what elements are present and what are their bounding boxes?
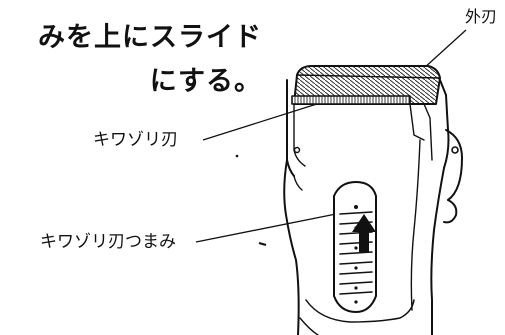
trimmer-blade-leader [202, 102, 321, 141]
speck-mark-2 [258, 241, 267, 247]
trimmer-blade-strip [291, 95, 411, 105]
trimmer-knob-leader [195, 211, 347, 243]
trimmer-blade-label: キワゾリ刃 [93, 130, 178, 150]
instruction-line-1: みを上にスライド [38, 22, 262, 53]
slide-up-arrow [352, 214, 376, 252]
shaver-body [283, 65, 463, 335]
outer-blade-label: 外刃 [465, 7, 498, 26]
speck-mark [235, 154, 239, 158]
instruction-line-2: にする。 [149, 66, 262, 97]
trimmer-knob-label: キワゾリ刃つまみ [40, 232, 176, 252]
